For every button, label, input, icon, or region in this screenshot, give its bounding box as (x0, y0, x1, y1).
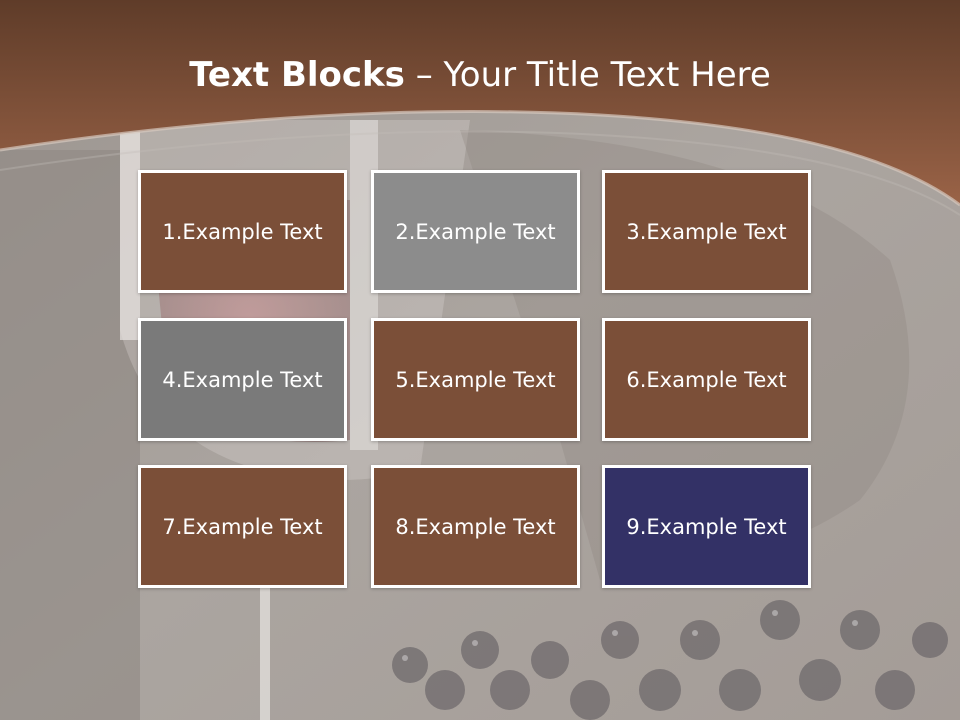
text-block-7[interactable]: 7.Example Text (138, 465, 347, 588)
text-block-4[interactable]: 4.Example Text (138, 318, 347, 441)
text-block-9[interactable]: 9.Example Text (602, 465, 811, 588)
text-block-label: 5.Example Text (395, 367, 556, 392)
text-block-1[interactable]: 1.Example Text (138, 170, 347, 293)
slide-title: Text Blocks – Your Title Text Here (0, 52, 960, 98)
text-block-6[interactable]: 6.Example Text (602, 318, 811, 441)
text-block-grid: 1.Example Text 2.Example Text 3.Example … (138, 170, 818, 594)
text-block-label: 7.Example Text (162, 514, 323, 539)
title-bold: Text Blocks (189, 55, 405, 95)
text-block-label: 4.Example Text (162, 367, 323, 392)
text-block-2[interactable]: 2.Example Text (371, 170, 580, 293)
text-block-label: 2.Example Text (395, 219, 556, 244)
text-block-5[interactable]: 5.Example Text (371, 318, 580, 441)
text-block-label: 3.Example Text (626, 219, 787, 244)
text-block-label: 9.Example Text (626, 514, 787, 539)
text-block-8[interactable]: 8.Example Text (371, 465, 580, 588)
title-subtitle: Your Title Text Here (443, 55, 771, 95)
text-block-label: 8.Example Text (395, 514, 556, 539)
title-dash: – (404, 55, 444, 95)
text-block-label: 1.Example Text (162, 219, 323, 244)
text-block-3[interactable]: 3.Example Text (602, 170, 811, 293)
text-block-label: 6.Example Text (626, 367, 787, 392)
